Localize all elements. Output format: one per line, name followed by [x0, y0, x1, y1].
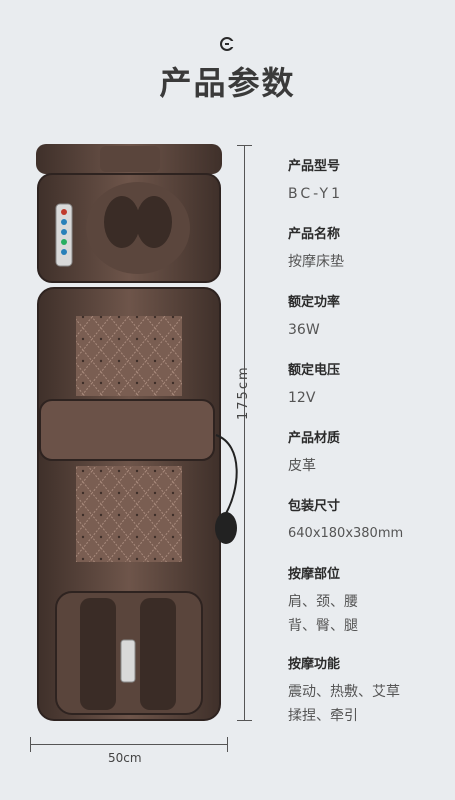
- spec-value-line: 背、臀、腿: [288, 618, 358, 634]
- spec-label: 按摩部位: [288, 567, 341, 582]
- massage-mattress-image: [36, 144, 238, 721]
- spec-label: 按摩功能: [288, 657, 341, 672]
- spec-label: 产品名称: [288, 227, 341, 242]
- spec-label: 额定功率: [288, 295, 341, 310]
- spec-value: 36W: [288, 322, 320, 338]
- spec-value-line: 肩、颈、腰: [288, 594, 358, 610]
- spec-value: 按摩床垫: [288, 254, 344, 270]
- spec-value-line: 揉捏、牵引: [288, 708, 358, 724]
- width-dimension-line: [30, 744, 228, 745]
- spec-label: 产品型号: [288, 159, 341, 174]
- brand-logo-icon: [220, 37, 235, 51]
- width-dimension-cap-right: [227, 737, 228, 752]
- spec-label: 额定电压: [288, 363, 341, 378]
- spec-value: 肩、颈、腰 背、臀、腿: [288, 590, 453, 638]
- spec-value: 12V: [288, 390, 316, 406]
- spec-value: BC-Y1: [288, 186, 343, 202]
- spec-label: 产品材质: [288, 431, 341, 446]
- spec-item-massage-functions: 按摩功能 震动、热敷、艾草 揉捏、牵引: [288, 653, 453, 743]
- spec-item-material: 产品材质 皮革: [288, 427, 453, 495]
- spec-item-voltage: 额定电压 12V: [288, 359, 453, 427]
- spec-item-package-size: 包装尺寸 640x180x380mm: [288, 495, 453, 563]
- spec-value: 震动、热敷、艾草 揉捏、牵引: [288, 680, 453, 728]
- spec-item-name: 产品名称 按摩床垫: [288, 223, 453, 291]
- spec-item-model: 产品型号 BC-Y1: [288, 155, 453, 223]
- spec-value: 皮革: [288, 458, 316, 474]
- spec-item-power: 额定功率 36W: [288, 291, 453, 359]
- width-dimension-cap-left: [30, 737, 31, 752]
- spec-value: 640x180x380mm: [288, 526, 404, 541]
- spec-item-massage-areas: 按摩部位 肩、颈、腰 背、臀、腿: [288, 563, 453, 653]
- length-dimension-line: [244, 145, 245, 720]
- length-dimension-cap-bottom: [237, 720, 252, 721]
- spec-list: 产品型号 BC-Y1 产品名称 按摩床垫 额定功率 36W 额定电压 12V 产…: [288, 155, 453, 743]
- page-title: 产品参数: [159, 64, 296, 102]
- spec-value-line: 震动、热敷、艾草: [288, 684, 400, 700]
- length-dimension-label: 175cm: [236, 365, 251, 420]
- length-dimension-cap-top: [237, 145, 252, 146]
- width-dimension-label: 50cm: [108, 751, 142, 765]
- spec-label: 包装尺寸: [288, 499, 341, 514]
